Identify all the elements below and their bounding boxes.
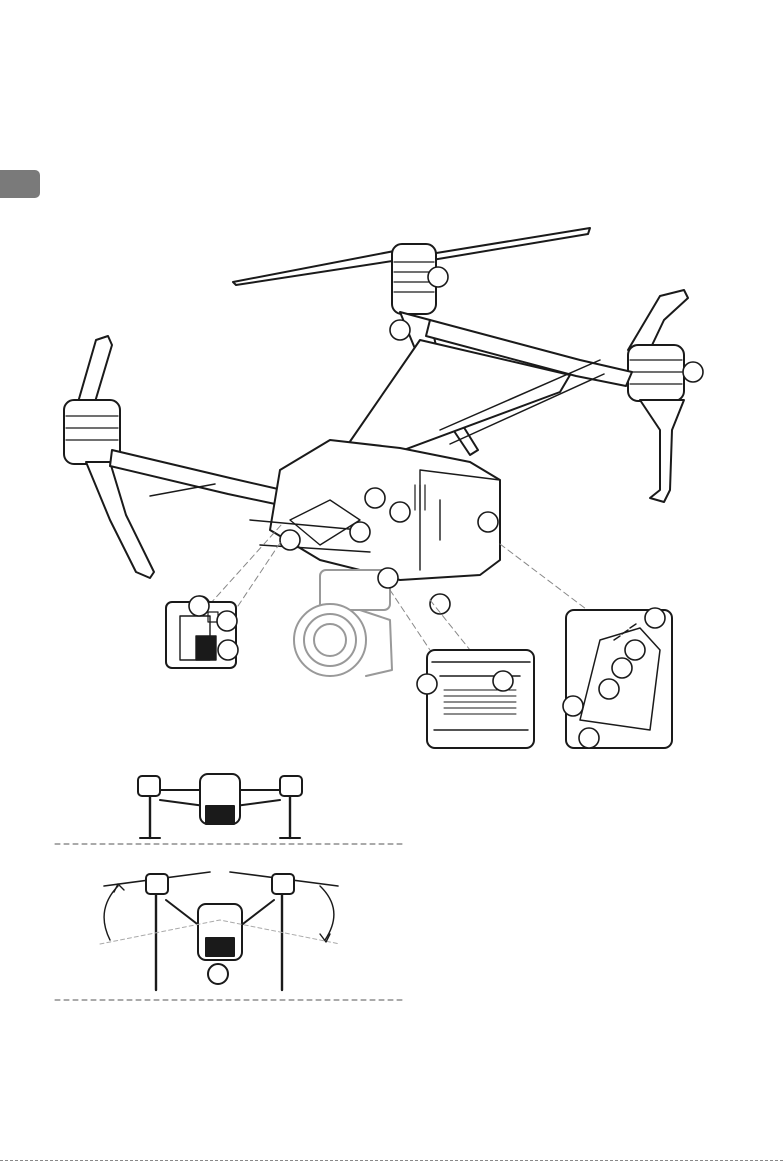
inset-middle xyxy=(417,650,534,748)
front-view-landed xyxy=(138,774,302,838)
landing-leg-left xyxy=(86,462,154,578)
aircraft-main-view xyxy=(64,228,703,676)
motor-right xyxy=(628,345,684,401)
arrow-right xyxy=(320,886,334,940)
arm-left xyxy=(110,450,300,508)
inset-left xyxy=(166,596,238,668)
arrow-left xyxy=(104,886,118,940)
aircraft-body xyxy=(270,440,500,580)
front-view-transform xyxy=(100,872,340,990)
inset-right xyxy=(563,608,672,748)
landing-leg-right xyxy=(640,400,684,502)
bottom-rule xyxy=(0,1160,783,1161)
